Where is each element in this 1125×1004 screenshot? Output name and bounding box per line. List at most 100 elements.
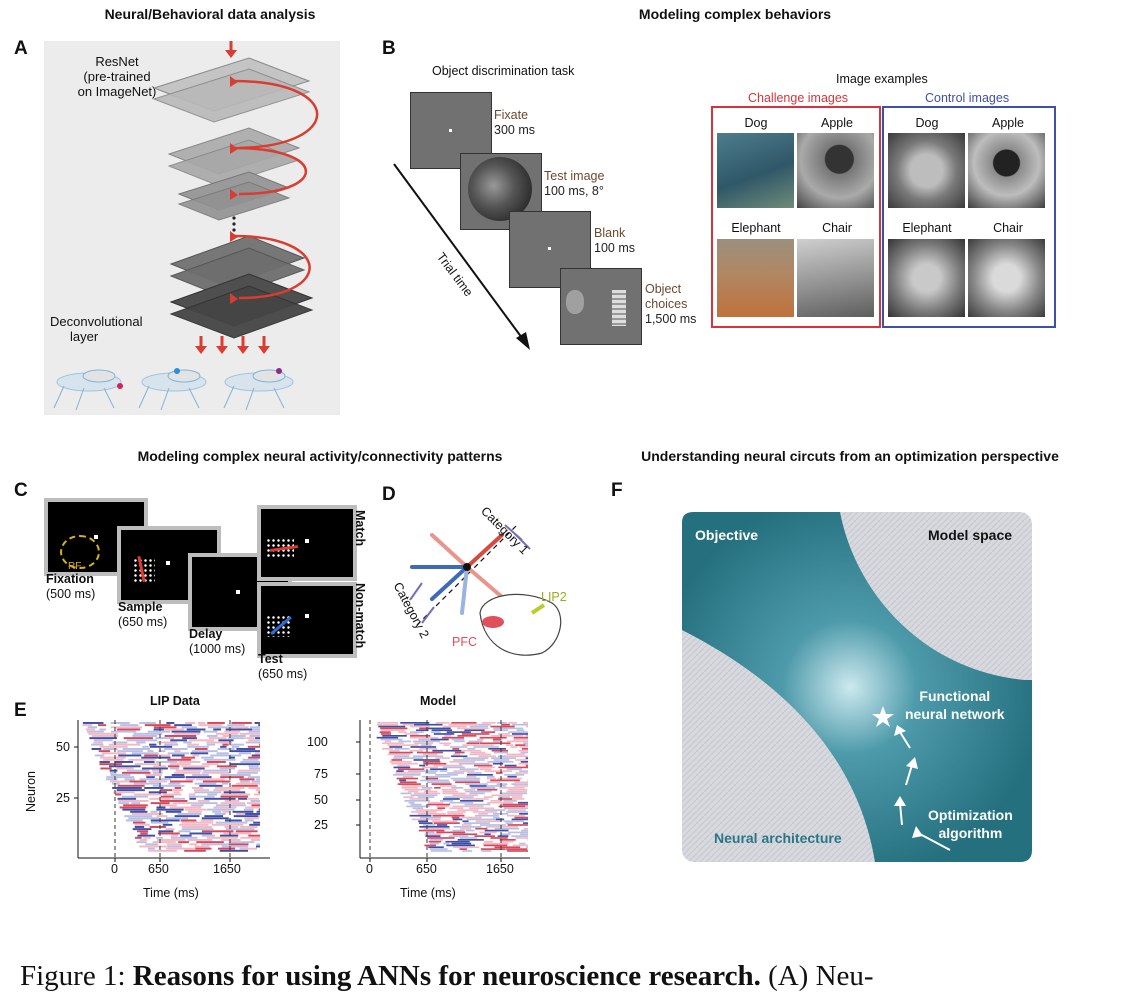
- raster-segment: [495, 818, 505, 821]
- raster-segment: [245, 737, 255, 740]
- raster-segment: [115, 776, 135, 779]
- raster-segment: [380, 738, 403, 741]
- raster-segment: [499, 839, 516, 841]
- raster-segment: [164, 748, 188, 750]
- cat1-arrow-3: [430, 533, 469, 569]
- raster-segment: [418, 738, 430, 741]
- raster-segment: [417, 813, 446, 815]
- raster-segment: [143, 836, 151, 839]
- raster-segment: [408, 801, 415, 804]
- raster-segment: [181, 756, 195, 759]
- raster-segment: [486, 777, 497, 780]
- raster-segment: [153, 726, 177, 729]
- raster-segment: [452, 818, 463, 821]
- raster-segment: [250, 726, 260, 729]
- resnet-label-line2: (pre-trained: [83, 69, 151, 84]
- raster-segment: [418, 829, 445, 832]
- raster-segment: [424, 790, 438, 793]
- raster-segment: [165, 810, 182, 813]
- raster-segment: [399, 781, 417, 784]
- raster-segment: [433, 764, 463, 767]
- raster-segment: [452, 748, 460, 750]
- model-ytick-75: 75: [314, 767, 328, 781]
- raster-segment: [167, 765, 180, 768]
- raster-segment: [464, 803, 491, 806]
- raster-segment: [432, 749, 462, 752]
- raster-segment: [446, 844, 475, 847]
- raster-segment: [113, 791, 135, 794]
- raster-segment: [206, 808, 235, 811]
- raster-segment: [110, 774, 131, 776]
- raster-segment: [503, 820, 524, 823]
- raster-segment: [164, 735, 197, 737]
- raster-segment: [500, 833, 511, 836]
- raster-segment: [418, 822, 433, 824]
- raster-segment: [465, 790, 492, 793]
- raster-segment: [174, 787, 182, 789]
- raster-segment: [527, 839, 528, 841]
- raster-segment: [425, 831, 435, 834]
- raster-segment: [419, 727, 427, 730]
- raster-segment: [451, 755, 468, 758]
- lip-xtick-650: 650: [148, 862, 169, 876]
- raster-segment: [208, 737, 227, 740]
- raster-segment: [442, 725, 467, 728]
- raster-segment: [459, 848, 467, 850]
- raster-segment: [391, 762, 419, 765]
- raster-segment: [400, 722, 430, 724]
- raster-segment: [87, 726, 97, 729]
- raster-segment: [451, 738, 465, 741]
- raster-segment: [497, 835, 509, 837]
- raster-segment: [520, 761, 528, 763]
- raster-segment: [410, 735, 431, 737]
- raster-segment: [178, 761, 201, 763]
- raster-segment: [220, 802, 246, 805]
- raster-segment: [436, 805, 449, 808]
- control-dog-label: Dog: [915, 116, 939, 130]
- raster-segment: [449, 801, 474, 804]
- raster-segment: [203, 769, 229, 772]
- raster-segment: [189, 739, 214, 742]
- raster-segment: [196, 841, 224, 844]
- raster-segment: [139, 845, 167, 848]
- raster-segment: [442, 792, 466, 795]
- star-icon: [872, 706, 894, 727]
- raster-segment: [216, 752, 229, 755]
- panel-letter-f: F: [611, 480, 623, 501]
- raster-segment: [142, 767, 168, 770]
- raster-segment: [507, 850, 528, 852]
- raster-segment: [122, 748, 150, 750]
- raster-segment: [248, 739, 260, 742]
- raster-segment: [425, 777, 439, 780]
- raster-segment: [404, 788, 432, 791]
- raster-segment: [256, 843, 260, 846]
- raster-segment: [159, 789, 173, 792]
- raster-segment: [470, 751, 486, 754]
- raster-segment: [191, 750, 218, 753]
- raster-segment: [201, 756, 214, 759]
- raster-segment: [174, 815, 200, 818]
- raster-segment: [197, 800, 210, 802]
- nonmatch-fixation-dot: [305, 614, 309, 618]
- raster-segment: [467, 748, 476, 750]
- raster-segment: [462, 820, 469, 823]
- raster-segment: [430, 738, 449, 741]
- raster-segment: [174, 724, 192, 727]
- raster-segment: [250, 800, 260, 802]
- raster-segment: [244, 819, 254, 822]
- raster-segment: [511, 835, 528, 837]
- raster-segment: [507, 809, 526, 811]
- raster-segment: [387, 744, 419, 746]
- raster-segment: [142, 745, 149, 748]
- raster-segment: [229, 763, 260, 766]
- category-boundary: [416, 524, 518, 626]
- raster-segment: [515, 759, 528, 761]
- raster-segment: [496, 783, 508, 785]
- raster-segment: [523, 827, 528, 830]
- raster-segment: [478, 766, 495, 769]
- raster-segment: [212, 810, 222, 813]
- raster-segment: [140, 832, 148, 835]
- raster-segment: [429, 848, 448, 850]
- raster-segment: [171, 730, 201, 733]
- raster-segment: [221, 782, 229, 785]
